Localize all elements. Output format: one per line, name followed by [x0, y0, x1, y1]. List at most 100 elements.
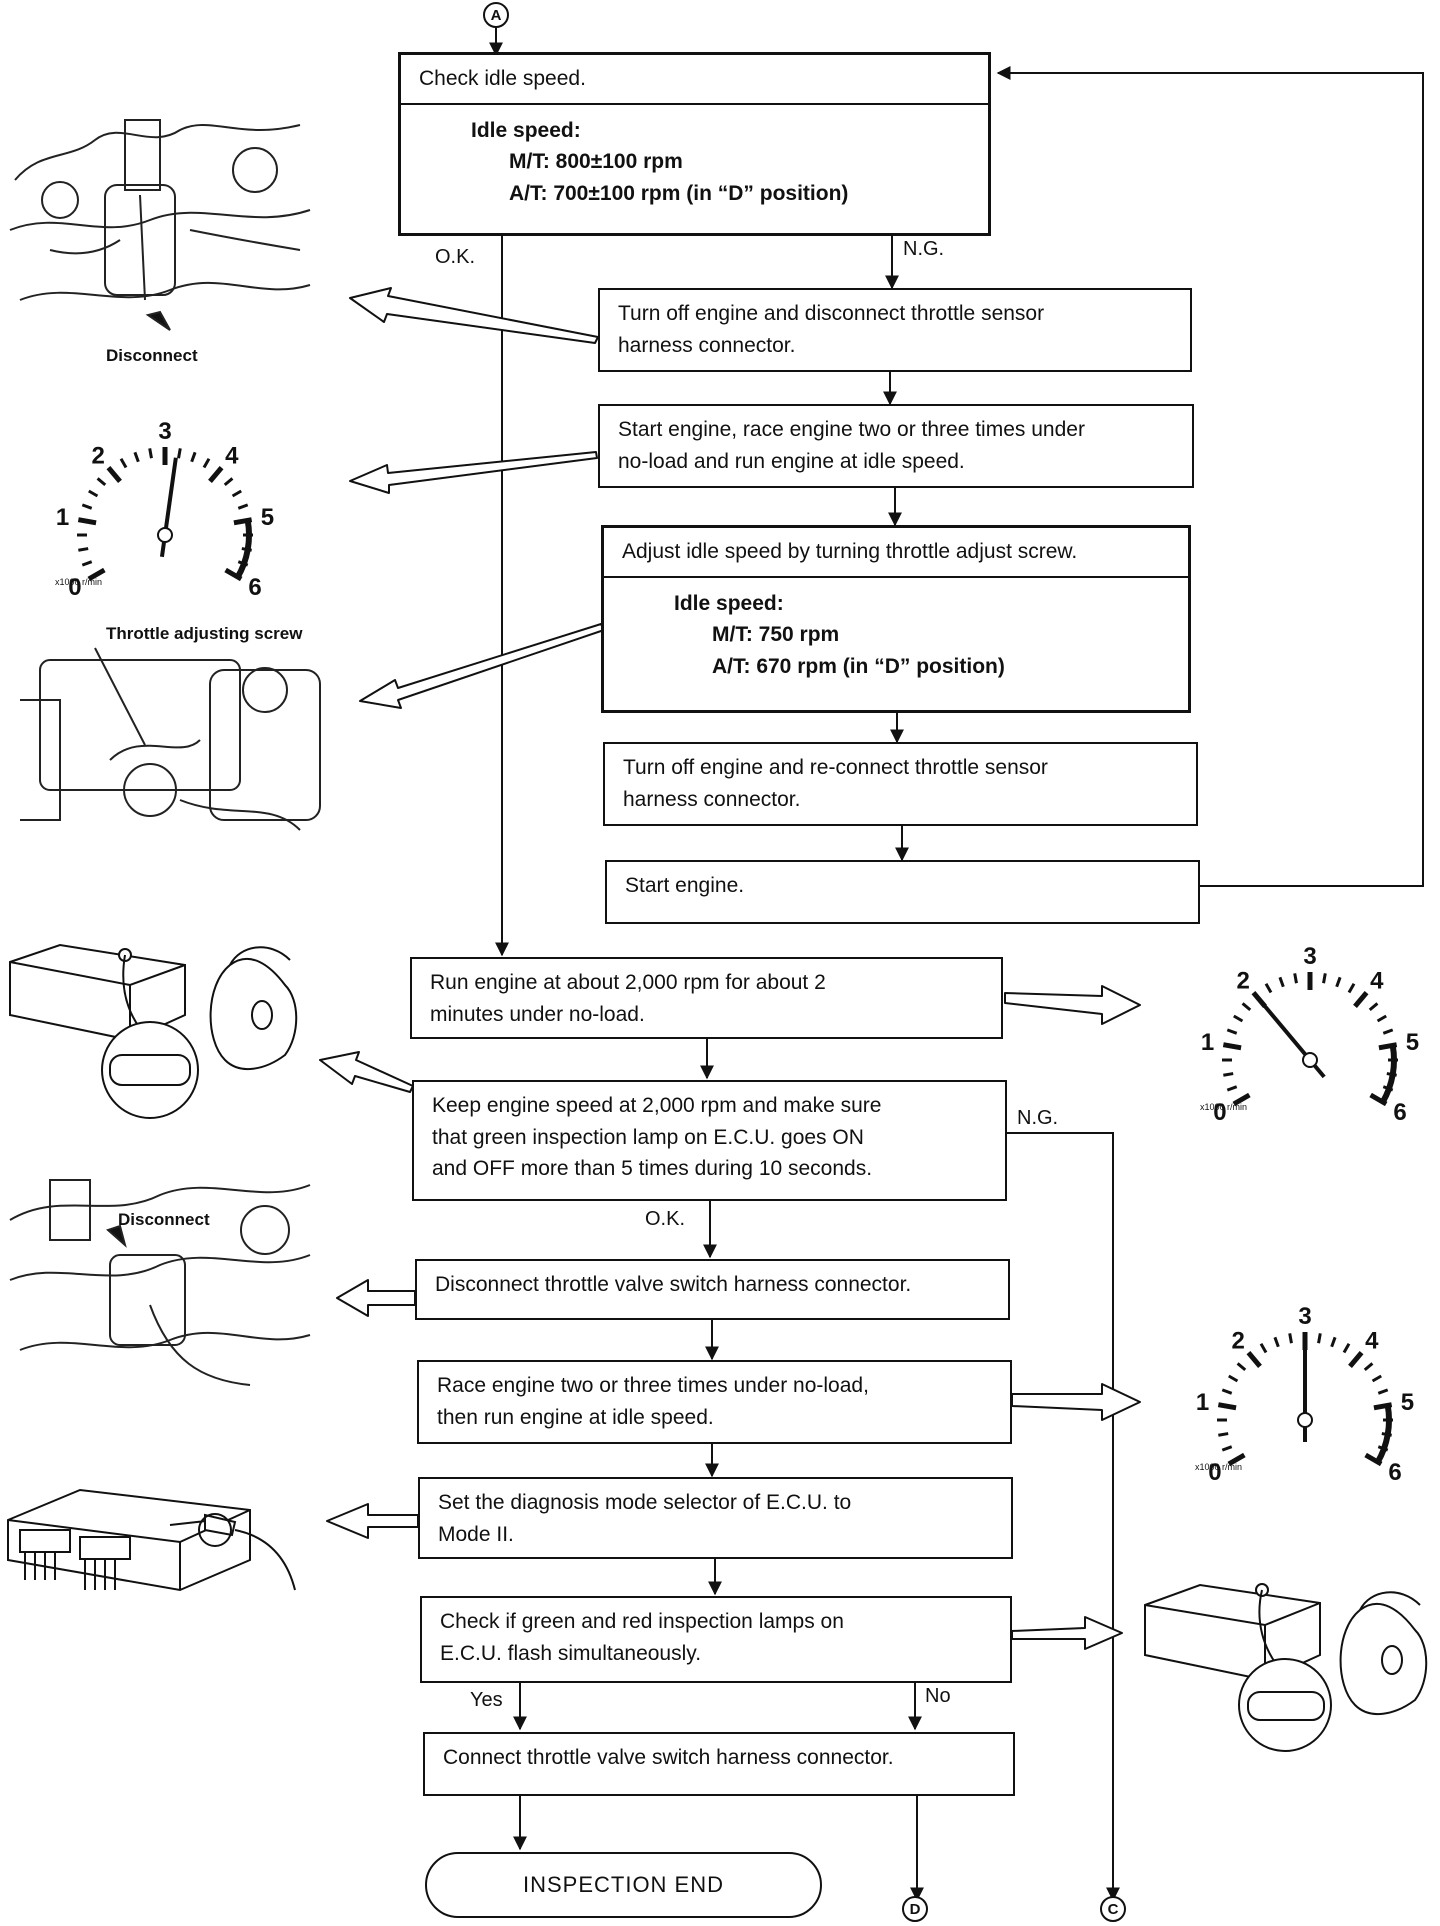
pointer-to-ecu-selector [326, 1503, 419, 1539]
gauge-unit-label: x1000 r/min [55, 577, 102, 587]
gauge-redzone-arc [1380, 1044, 1397, 1104]
gauge-tick [223, 477, 234, 487]
connector-c[interactable]: C [1100, 1896, 1126, 1922]
gauge-tick [1273, 1336, 1280, 1348]
gauge-tick [190, 451, 197, 463]
adjust-speed-spec: Idle speed: M/T: 750 rpm A/T: 670 rpm (i… [604, 575, 1188, 693]
gauge-tick [1288, 1333, 1293, 1344]
gauge-tick [1217, 1402, 1237, 1411]
step-line: Turn off engine and disconnect throttle … [618, 302, 1045, 325]
gauge-hub [157, 527, 173, 543]
gauge-hub [1297, 1412, 1313, 1428]
gauge-tick [1223, 1072, 1234, 1077]
pointer-to-ecu-face-2 [1011, 1616, 1123, 1650]
engine-bay-illustration-1 [9, 119, 311, 331]
gauge-tick [148, 448, 153, 459]
pointer-to-gauge-3 [1011, 1383, 1141, 1421]
gauge-tick [1218, 1432, 1229, 1437]
connector-d[interactable]: D [902, 1896, 928, 1922]
gauge-tick-label: 4 [225, 442, 239, 469]
gauge-tick [224, 567, 243, 582]
disconnect-caption-1: Disconnect [106, 346, 198, 365]
pointer-to-ecu-face-1 [319, 1051, 414, 1093]
pointer-to-disconnect-photo [349, 287, 599, 344]
gauge-tick [81, 560, 93, 567]
pointer-to-gauge-1 [349, 451, 598, 494]
gauge-tick [1368, 1002, 1379, 1012]
step-line: harness connector. [618, 333, 796, 357]
gauge-hub [1302, 1052, 1318, 1068]
label-ng-2: N.G. [1017, 1107, 1059, 1129]
step-line: that green inspection lamp on E.C.U. goe… [432, 1125, 864, 1149]
gauge-tick-label: 6 [1388, 1459, 1401, 1486]
gauge-redzone-arc [235, 519, 252, 579]
step-title: Check idle speed. [419, 67, 586, 90]
gauge-tick [1236, 1362, 1247, 1372]
gauge-tick [208, 465, 224, 483]
gauge-tick [1221, 1445, 1233, 1452]
gauge-tick-label: 5 [1406, 1029, 1419, 1056]
step-title: Adjust idle speed by turning throttle ad… [622, 540, 1078, 563]
label-no: No [925, 1685, 951, 1707]
gauge-tick [1382, 1028, 1394, 1035]
step-line: Start engine. [625, 874, 745, 897]
gauge-tick [88, 489, 99, 498]
gauge-tick [1259, 1343, 1268, 1354]
step-line: and OFF more than 5 times during 10 seco… [432, 1157, 873, 1180]
gauge-tick [1227, 1452, 1246, 1467]
gauge-tick [233, 517, 253, 526]
gauge-tick [78, 547, 89, 552]
step-line: Connect throttle valve switch harness co… [443, 1746, 894, 1769]
gauge-tick [81, 503, 93, 510]
step-keep-2000-rpm: Keep engine speed at 2,000 rpm and make … [412, 1080, 1007, 1201]
gauge-tick [133, 451, 140, 463]
idle-speed-spec: Idle speed: M/T: 800±100 rpm A/T: 700±10… [401, 102, 988, 220]
gauge-tick [1221, 1388, 1233, 1395]
gauge-tick [1233, 1014, 1244, 1023]
step-disconnect-throttle-sensor: Turn off engine and disconnect throttle … [598, 288, 1192, 372]
inspection-end-terminal: INSPECTION END [425, 1852, 822, 1918]
pointer-to-throttle-photo [359, 623, 605, 709]
gauge-tick [1226, 1085, 1238, 1092]
gauge-tick-label: 2 [1236, 967, 1249, 994]
gauge-tick [77, 517, 97, 526]
gauge-tick-label: 1 [1201, 1029, 1214, 1056]
step-line: Check if green and red inspection lamps … [440, 1610, 844, 1633]
gauge-tick-label: 3 [1298, 1303, 1311, 1330]
gauge-tick [1241, 1002, 1252, 1012]
step-reconnect-throttle-sensor: Turn off engine and re-connect throttle … [603, 742, 1198, 826]
spec-mt: M/T: 750 rpm [712, 623, 840, 646]
step-start-engine: Start engine. [605, 860, 1200, 924]
step-race-engine: Start engine, race engine two or three t… [598, 404, 1194, 488]
gauge-tick-label: 5 [261, 504, 274, 531]
gauge-tick [96, 477, 107, 487]
gauge-tick [1226, 1028, 1238, 1035]
gauge-tick-label: 6 [248, 574, 261, 601]
gauge-tick-label: 1 [1196, 1389, 1209, 1416]
step-race-then-idle: Race engine two or three times under no-… [417, 1360, 1012, 1444]
gauge-unit-label: x1000 r/min [1200, 1102, 1247, 1112]
ecu-inspection-lamp-illustration-2 [1144, 1583, 1428, 1752]
gauge-tick [231, 489, 242, 498]
gauge-tick [1222, 1042, 1242, 1051]
label-ok-1: O.K. [435, 246, 476, 268]
gauge-tick-label: 6 [1393, 1099, 1406, 1126]
gauge-tick-label: 0 [68, 574, 81, 601]
gauge-tick [237, 503, 249, 510]
step-connect-throttle-switch: Connect throttle valve switch harness co… [423, 1732, 1015, 1796]
step-line: Race engine two or three times under no-… [437, 1374, 869, 1397]
gauge-tick [119, 458, 128, 469]
pointer-to-disconnect-photo-2 [336, 1279, 416, 1317]
step-line: Run engine at about 2,000 rpm for about … [430, 971, 826, 994]
spec-header: Idle speed: [471, 118, 581, 142]
spec-at: A/T: 670 rpm (in “D” position) [712, 654, 1005, 678]
step-line: Keep engine speed at 2,000 rpm and make … [432, 1094, 882, 1117]
gauge-tick [1353, 990, 1369, 1008]
gauge-unit-label: x1000 r/min [1195, 1462, 1242, 1472]
step-check-idle-speed: Check idle speed. Idle speed: M/T: 800±1… [398, 52, 991, 236]
arrow-ng-to-c [1007, 1132, 1120, 1902]
connector-a[interactable]: A [483, 2, 509, 28]
